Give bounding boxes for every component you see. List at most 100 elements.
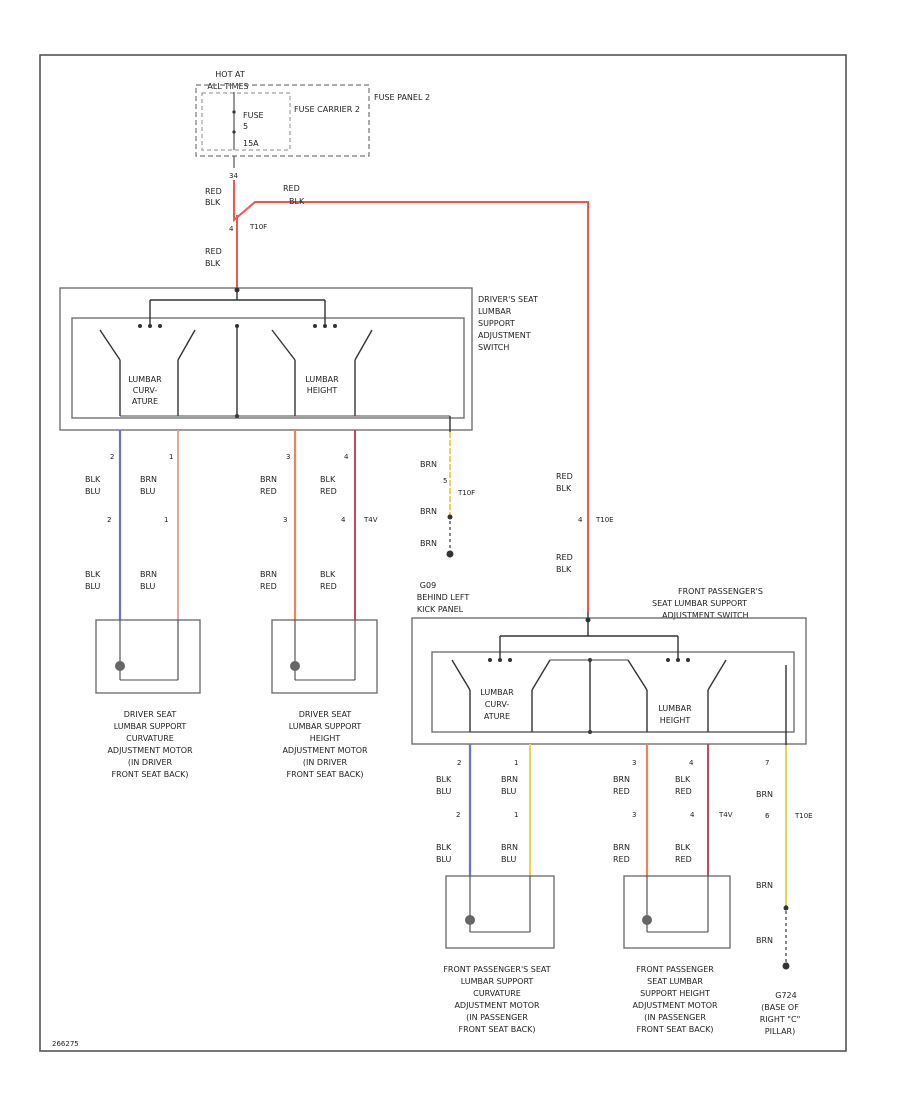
d-g-c3: BRN (420, 539, 437, 548)
p-g-c3: BRN (756, 936, 773, 945)
fuse-amp: 15A (243, 139, 259, 148)
fuse-number: 5 (243, 122, 248, 131)
rf-c3: RED (556, 553, 573, 562)
ground-g724-label-2: (BASE OF (761, 1003, 799, 1012)
wire-color-blk-top: BLK (289, 197, 305, 206)
p-curv-motor-5: (IN PASSENGER (466, 1013, 528, 1022)
driver-motors: DRIVER SEAT LUMBAR SUPPORT CURVATURE ADJ… (95, 619, 378, 779)
p-g-conn: T10E (794, 812, 813, 820)
all-times-label: ALL TIMES (207, 82, 248, 91)
d-w1-pin2: 2 (107, 516, 111, 524)
wire-color-red-top: RED (283, 184, 300, 193)
ground-g09-label-3: KICK PANEL (417, 605, 464, 614)
connector-pin: 4 (229, 225, 234, 233)
d-w3-c3: BRN (260, 570, 277, 579)
p-height-motor-6: FRONT SEAT BACK) (636, 1025, 713, 1034)
p-g-c2: BRN (756, 881, 773, 890)
wire-color-blk: BLK (205, 198, 221, 207)
top-feed: 34 RED BLK RED BLK 4 T10F RED BLK (205, 156, 589, 612)
d-w4-pin: 4 (344, 453, 349, 461)
driver-height-label-2: HEIGHT (307, 386, 338, 395)
rf-pin: 4 (578, 516, 583, 524)
ground-g09-label-2: BEHIND LEFT (417, 593, 470, 602)
wire-color-red: RED (205, 187, 222, 196)
p-w3-c3: BRN (613, 843, 630, 852)
ground-g09-label-1: G09 (420, 581, 436, 590)
ground-g724-icon (782, 962, 790, 970)
p-w2-c2: BLU (501, 787, 517, 796)
d-curv-motor-2: LUMBAR SUPPORT (114, 722, 187, 731)
passenger-wires: 2 BLK BLU 2 BLK BLU 1 BRN BLU 1 BRN BLU … (436, 744, 813, 1036)
p-curv-motor-3: CURVATURE (473, 989, 521, 998)
fuse-word: FUSE (243, 111, 264, 120)
p-height-motor-2: SEAT LUMBAR (647, 977, 703, 986)
wire-color-blk-2: BLK (205, 259, 221, 268)
driver-switch-inner (71, 317, 465, 419)
p-w2-pin: 1 (514, 759, 518, 767)
wire-color-red-2: RED (205, 247, 222, 256)
ground-g724-label-1: G724 (775, 991, 796, 1000)
driver-curv-label-1: LUMBAR (128, 375, 162, 384)
hot-at-label: HOT AT (215, 70, 245, 79)
p-height-motor-1: FRONT PASSENGER (636, 965, 714, 974)
motor-icon (115, 661, 125, 671)
d-w1-pin: 2 (110, 453, 114, 461)
pass-curv-motor-box (445, 875, 555, 949)
fuse-block: HOT AT ALL TIMES FUSE 5 15A FUSE CARRIER… (195, 70, 430, 157)
p-w3-pin: 3 (632, 759, 636, 767)
d-w3-c2: RED (260, 487, 277, 496)
motor-icon (642, 915, 652, 925)
fuse-carrier-label: FUSE CARRIER 2 (294, 105, 360, 114)
p-curv-motor-4: ADJUSTMENT MOTOR (454, 1001, 540, 1010)
d-height-motor-6: FRONT SEAT BACK) (286, 770, 363, 779)
ground-g724-label-3: RIGHT "C" (760, 1015, 801, 1024)
diagram-code: 266275 (52, 1040, 79, 1048)
d-height-motor-4: ADJUSTMENT MOTOR (282, 746, 368, 755)
driver-height-label-1: LUMBAR (305, 375, 339, 384)
p-w2-c3: BRN (501, 843, 518, 852)
d-height-motor-2: LUMBAR SUPPORT (289, 722, 362, 731)
p-w1-c1: BLK (436, 775, 452, 784)
driver-switch: LUMBAR CURV- ATURE LUMBAR HEIGHT DRIVER'… (59, 287, 538, 432)
pass-switch-title-3: ADJUSTMENT SWITCH (662, 611, 749, 620)
pass-switch-outer (411, 617, 807, 745)
p-w4-c3: BLK (675, 843, 691, 852)
pass-height-motor-box (623, 875, 731, 949)
d-curv-motor-1: DRIVER SEAT (124, 710, 177, 719)
d-w4-c3: BLK (320, 570, 336, 579)
rf-c4: BLK (556, 565, 572, 574)
p-curv-motor-2: LUMBAR SUPPORT (461, 977, 534, 986)
pass-curv-label-3: ATURE (484, 712, 510, 721)
d-g-conn: T10F (457, 489, 475, 497)
diagram-frame (39, 54, 847, 1052)
connector-t10f: T10F (249, 223, 267, 231)
d-curv-motor-3: CURVATURE (126, 734, 174, 743)
p-g-c1: BRN (756, 790, 773, 799)
d-w3-pin2: 3 (283, 516, 287, 524)
pin-34: 34 (229, 172, 238, 180)
d-w4-conn: T4V (363, 516, 378, 524)
p-w3-pin2: 3 (632, 811, 636, 819)
pass-curv-label-1: LUMBAR (480, 688, 514, 697)
p-w4-c4: RED (675, 855, 692, 864)
d-curv-motor-5: (IN DRIVER (128, 758, 173, 767)
pass-height-label-1: LUMBAR (658, 704, 692, 713)
driver-switch-title-1: DRIVER'S SEAT (478, 295, 538, 304)
p-height-motor-3: SUPPORT HEIGHT (640, 989, 710, 998)
p-w1-c4: BLU (436, 855, 452, 864)
d-w3-c1: BRN (260, 475, 277, 484)
d-w2-c1: BRN (140, 475, 157, 484)
d-w4-c2: RED (320, 487, 337, 496)
d-w2-c4: BLU (140, 582, 156, 591)
p-w1-pin2: 2 (456, 811, 460, 819)
d-w1-c4: BLU (85, 582, 101, 591)
d-height-motor-3: HEIGHT (310, 734, 341, 743)
p-w3-c1: BRN (613, 775, 630, 784)
p-w3-c2: RED (613, 787, 630, 796)
passenger-switch: FRONT PASSENGER'S SEAT LUMBAR SUPPORT AD… (411, 587, 807, 745)
p-w1-c3: BLK (436, 843, 452, 852)
d-curv-motor-4: ADJUSTMENT MOTOR (107, 746, 193, 755)
d-w2-c3: BRN (140, 570, 157, 579)
p-w4-c1: BLK (675, 775, 691, 784)
ground-g724-label-4: PILLAR) (765, 1027, 795, 1036)
